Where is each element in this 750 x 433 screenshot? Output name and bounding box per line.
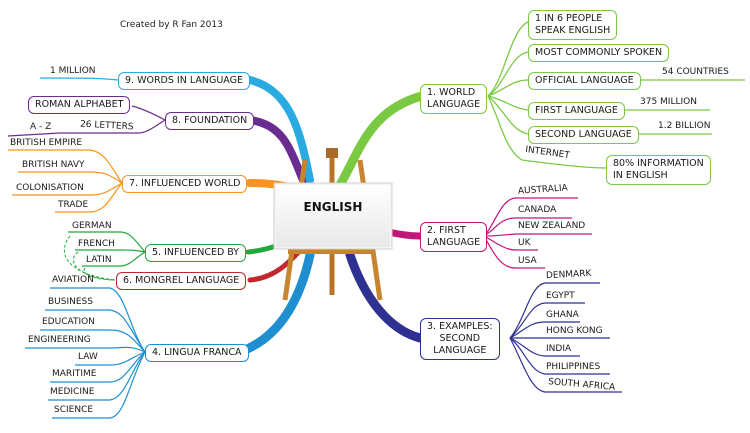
- leaf-egypt: EGYPT: [546, 291, 575, 301]
- official-language-node[interactable]: OFFICIAL LANGUAGE: [528, 72, 641, 90]
- leaf-aviation: AVIATION: [52, 275, 94, 285]
- leaf-latin: LATIN: [86, 255, 112, 265]
- influenced-world-node[interactable]: 7. INFLUENCED WORLD: [122, 175, 248, 193]
- leaf-maritime: MARITIME: [52, 369, 97, 379]
- words-subbranches: [39, 77, 119, 81]
- second-subbranches: [509, 282, 622, 393]
- leaf-a-z: A - Z: [30, 122, 52, 132]
- leaf-german: GERMAN: [72, 221, 112, 231]
- roman-alphabet-node[interactable]: ROMAN ALPHABET: [28, 96, 131, 114]
- leaf-colonisation: COLONISATION: [16, 183, 84, 193]
- leaf-law: LAW: [78, 352, 98, 362]
- words-in-language-node[interactable]: 9. WORDS IN LANGUAGE: [118, 72, 250, 90]
- influenced-by-node[interactable]: 5. INFLUENCED BY: [145, 244, 247, 262]
- branch-world: [335, 91, 427, 190]
- first-language-value: 375 MILLION: [640, 97, 697, 107]
- central-topic[interactable]: ENGLISH: [303, 200, 363, 214]
- credit-text: Created by R Fan 2013: [120, 20, 223, 30]
- leaf-philippines: PHILIPPINES: [546, 362, 601, 372]
- most-spoken-node[interactable]: MOST COMMONLY SPOKEN: [528, 44, 670, 62]
- influenced-by-subbranches: [68, 231, 146, 267]
- lingua-franca-node[interactable]: 4. LINGUA FRANCA: [145, 344, 249, 362]
- leaf-british-empire: BRITISH EMPIRE: [10, 138, 83, 148]
- leaf-trade: TRADE: [58, 200, 89, 210]
- leaf-business: BUSINESS: [48, 297, 93, 307]
- lingua-subbranches: [25, 287, 146, 419]
- leaf-canada: CANADA: [518, 205, 557, 215]
- influence-dashed-links: [64, 235, 116, 281]
- leaf-india: INDIA: [546, 344, 572, 354]
- first-language-node[interactable]: 2. FIRST LANGUAGE: [420, 222, 488, 252]
- leaf-new-zealand: NEW ZEALAND: [518, 221, 586, 231]
- leaf-1-million: 1 MILLION: [50, 66, 96, 76]
- leaf-british-navy: BRITISH NAVY: [22, 160, 85, 170]
- foundation-subbranches: [7, 105, 166, 137]
- second-language-examples-node[interactable]: 3. EXAMPLES: SECOND LANGUAGE: [420, 318, 500, 360]
- influenced-world-subbranches: [8, 149, 123, 213]
- mongrel-language-node[interactable]: 6. MONGREL LANGUAGE: [116, 272, 247, 290]
- leaf-uk: UK: [518, 238, 531, 248]
- branch-lingua: [240, 250, 315, 355]
- leaf-medicine: MEDICINE: [50, 387, 95, 397]
- leaf-hong-kong: HONG KONG: [546, 326, 603, 336]
- leaf-ghana: GHANA: [546, 310, 579, 320]
- foundation-node[interactable]: 8. FOUNDATION: [165, 112, 255, 130]
- world-subbranches: [487, 21, 745, 169]
- leaf-science: SCIENCE: [54, 405, 94, 415]
- one-in-six-node[interactable]: 1 IN 6 PEOPLE SPEAK ENGLISH: [528, 10, 618, 40]
- second-language-count-node[interactable]: SECOND LANGUAGE: [528, 126, 639, 144]
- branch-second: [345, 250, 425, 343]
- leaf-french: FRENCH: [78, 239, 115, 249]
- world-language-node[interactable]: 1. WORLD LANGUAGE: [420, 84, 488, 114]
- second-language-value: 1.2 BILLION: [658, 121, 711, 131]
- leaf-engineering: ENGINEERING: [28, 335, 91, 345]
- first-language-count-node[interactable]: FIRST LANGUAGE: [528, 102, 625, 120]
- leaf-usa: USA: [518, 256, 537, 266]
- info-in-english-node[interactable]: 80% INFORMATION IN ENGLISH: [606, 155, 711, 185]
- leaf-education: EDUCATION: [42, 317, 95, 327]
- official-value: 54 COUNTRIES: [662, 67, 729, 77]
